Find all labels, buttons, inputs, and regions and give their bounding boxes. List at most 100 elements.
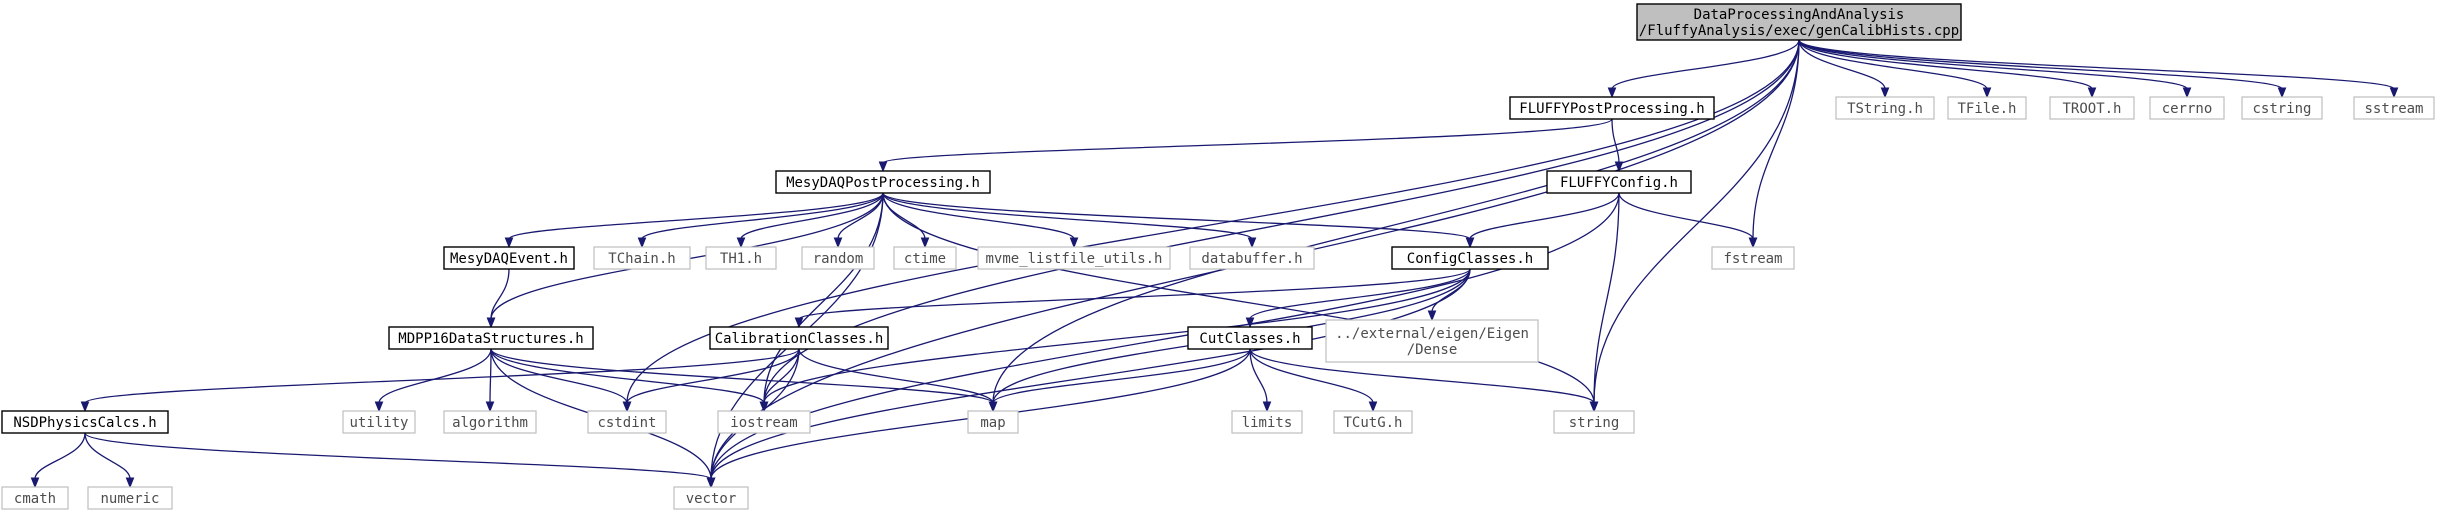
edge-fluffyconfig-to-string (1589, 192, 1620, 413)
edge-root-to-tfile (1798, 39, 1992, 99)
node-box-numeric (87, 486, 173, 510)
edge-fluffypost-to-mesydaqpost (878, 118, 1613, 173)
edge-cutclasses-to-map (988, 348, 1251, 413)
node-cmath: cmath (1, 486, 69, 510)
edge-fluffyconfig-to-configclasses (1465, 192, 1620, 249)
node-label-root: /FluffyAnalysis/exec/genCalibHists.cpp (1639, 23, 1959, 39)
edge-mesydaqevent-to-mdpp16 (486, 268, 510, 329)
node-box-cerrno (2149, 96, 2225, 120)
node-tstring: TString.h (1835, 96, 1935, 120)
node-configclasses[interactable]: ConfigClasses.h (1391, 246, 1549, 270)
node-box-ctime (893, 246, 957, 270)
node-box-sstream (2353, 96, 2435, 120)
edge-mdpp16-to-algorithm (485, 348, 495, 413)
edge-mesydaqpost-to-databuffer (882, 192, 1257, 249)
edge-mesydaqpost-to-string (882, 192, 1599, 413)
edge-calibclasses-to-nsdphysics (80, 348, 800, 413)
node-fstream: fstream (1711, 246, 1795, 270)
node-fluffypost[interactable]: FLUFFYPostProcessing.h (1509, 96, 1715, 120)
node-label-mesydaqpost: MesyDAQPostProcessing.h (786, 175, 980, 191)
edge-cutclasses-to-tcutg (1249, 348, 1378, 413)
node-label-cstdint: cstdint (597, 415, 656, 431)
edge-cutclasses-to-limits (1249, 348, 1272, 413)
node-box-string (1553, 410, 1635, 434)
node-box-vector (673, 486, 749, 510)
node-label-tchain: TChain.h (608, 251, 675, 267)
node-label-cstring: cstring (2252, 101, 2311, 117)
node-random: random (801, 246, 875, 270)
node-mdpp16[interactable]: MDPP16DataStructures.h (388, 326, 594, 350)
node-layer: DataProcessingAndAnalysis/FluffyAnalysis… (1, 3, 2435, 510)
node-box-mvme (977, 246, 1171, 270)
edge-root-to-cstring (1798, 39, 2287, 99)
node-label-algorithm: algorithm (452, 415, 528, 431)
edge-mdpp16-to-map (490, 348, 998, 413)
node-fluffyconfig[interactable]: FLUFFYConfig.h (1546, 170, 1692, 194)
node-mvme: mvme_listfile_utils.h (977, 246, 1171, 270)
node-cerrno: cerrno (2149, 96, 2225, 120)
node-box-tstring (1835, 96, 1935, 120)
node-box-random (801, 246, 875, 270)
edge-configclasses-to-calibclasses (794, 268, 1471, 329)
node-vector: vector (673, 486, 749, 510)
edge-mesydaqpost-to-mvme (882, 192, 1079, 249)
node-box-map (967, 410, 1019, 434)
edge-configclasses-to-vector (706, 268, 1471, 489)
node-databuffer: databuffer.h (1189, 246, 1315, 270)
node-map: map (967, 410, 1019, 434)
node-label-databuffer: databuffer.h (1201, 251, 1302, 267)
edge-root-to-tstring (1798, 39, 1890, 99)
edge-fluffyconfig-to-fstream (1618, 192, 1758, 249)
node-th1: TH1.h (705, 246, 777, 270)
node-label-fluffyconfig: FLUFFYConfig.h (1560, 175, 1678, 191)
node-label-eigen: /Dense (1407, 342, 1458, 358)
node-label-iostream: iostream (730, 415, 797, 431)
node-cstring: cstring (2241, 96, 2323, 120)
node-label-mdpp16: MDPP16DataStructures.h (398, 331, 583, 347)
node-box-fstream (1711, 246, 1795, 270)
node-label-vector: vector (686, 491, 737, 507)
node-troot: TROOT.h (2049, 96, 2135, 120)
node-mesydaqpost[interactable]: MesyDAQPostProcessing.h (775, 170, 991, 194)
node-tchain: TChain.h (593, 246, 691, 270)
edge-root-to-iostream (759, 39, 1800, 413)
node-box-cmath (1, 486, 69, 510)
node-label-tstring: TString.h (1847, 101, 1923, 117)
edge-cutclasses-to-string (1249, 348, 1599, 413)
node-eigen: ../external/eigen/Eigen/Dense (1325, 319, 1539, 363)
node-label-troot: TROOT.h (2062, 101, 2121, 117)
node-box-utility (342, 410, 416, 434)
node-utility: utility (342, 410, 416, 434)
node-label-ctime: ctime (904, 251, 946, 267)
node-label-limits: limits (1242, 415, 1293, 431)
node-label-tcutg: TCutG.h (1343, 415, 1402, 431)
node-box-cstdint (587, 410, 667, 434)
node-tfile: TFile.h (1947, 96, 2027, 120)
node-box-mdpp16 (388, 326, 594, 350)
node-mesydaqevent[interactable]: MesyDAQEvent.h (443, 246, 575, 270)
edge-calibclasses-to-map (798, 348, 998, 413)
node-box-root (1636, 3, 1962, 41)
node-calibclasses[interactable]: CalibrationClasses.h (709, 326, 889, 350)
node-label-root: DataProcessingAndAnalysis (1694, 7, 1905, 23)
node-box-fluffypost (1509, 96, 1715, 120)
node-box-fluffyconfig (1546, 170, 1692, 194)
node-label-sstream: sstream (2364, 101, 2423, 117)
edge-root-to-cstdint (622, 39, 1800, 413)
node-nsdphysics[interactable]: NSDPhysicsCalcs.h (1, 410, 169, 434)
node-label-th1: TH1.h (720, 251, 762, 267)
node-label-mesydaqevent: MesyDAQEvent.h (450, 251, 568, 267)
node-tcutg: TCutG.h (1333, 410, 1413, 434)
node-box-tcutg (1333, 410, 1413, 434)
node-label-fstream: fstream (1723, 251, 1782, 267)
edge-fluffypost-to-fluffyconfig (1611, 118, 1624, 173)
node-iostream: iostream (717, 410, 811, 434)
node-cutclasses[interactable]: CutClasses.h (1187, 326, 1313, 350)
node-label-mvme: mvme_listfile_utils.h (985, 251, 1162, 267)
node-root[interactable]: DataProcessingAndAnalysis/FluffyAnalysis… (1636, 3, 1962, 41)
node-label-utility: utility (349, 415, 408, 431)
node-box-iostream (717, 410, 811, 434)
node-string: string (1553, 410, 1635, 434)
edge-root-to-cerrno (1798, 39, 2192, 99)
edge-calibclasses-to-cstdint (622, 348, 800, 413)
